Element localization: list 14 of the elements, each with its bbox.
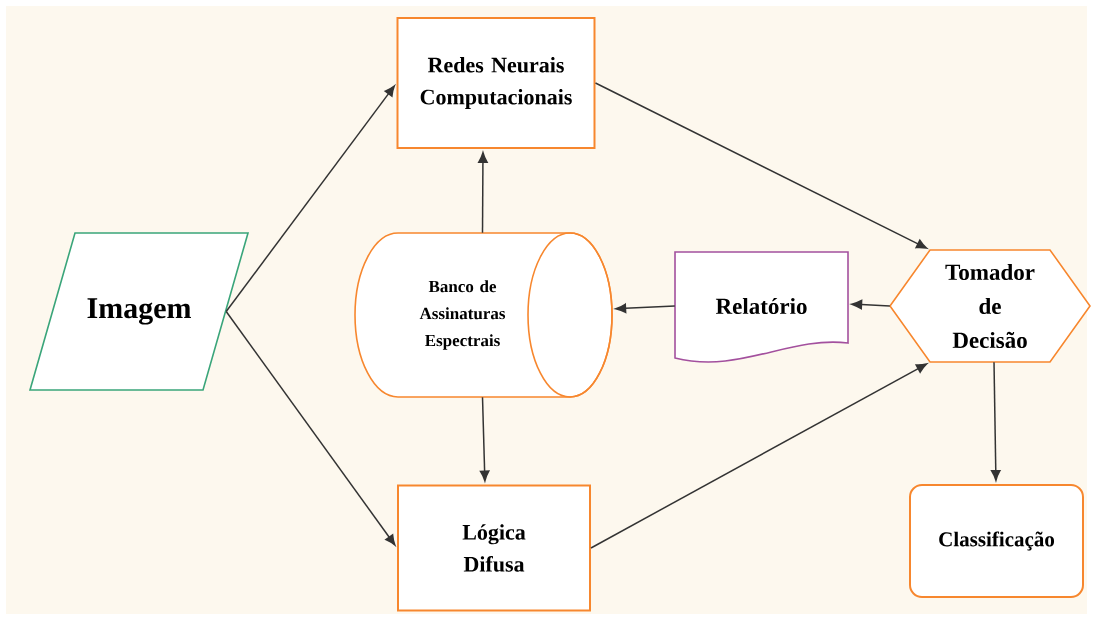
arrow bbox=[478, 152, 488, 234]
process-box: Redes Neurais Computacionais bbox=[396, 17, 596, 149]
arrow bbox=[990, 361, 1001, 481]
arrow bbox=[615, 303, 676, 314]
arrow bbox=[590, 363, 928, 549]
arrow bbox=[225, 85, 395, 313]
arrow bbox=[594, 82, 928, 249]
arrow bbox=[479, 396, 490, 482]
arrow bbox=[225, 310, 396, 546]
terminal-box: Classificação bbox=[909, 484, 1084, 598]
process-box: Lógica Difusa bbox=[397, 484, 591, 612]
database-cylinder: Banco de Assinaturas Espectrais bbox=[354, 232, 613, 398]
arrow bbox=[851, 299, 891, 310]
decision-hexagon: Tomador de Decisão bbox=[889, 249, 1091, 363]
